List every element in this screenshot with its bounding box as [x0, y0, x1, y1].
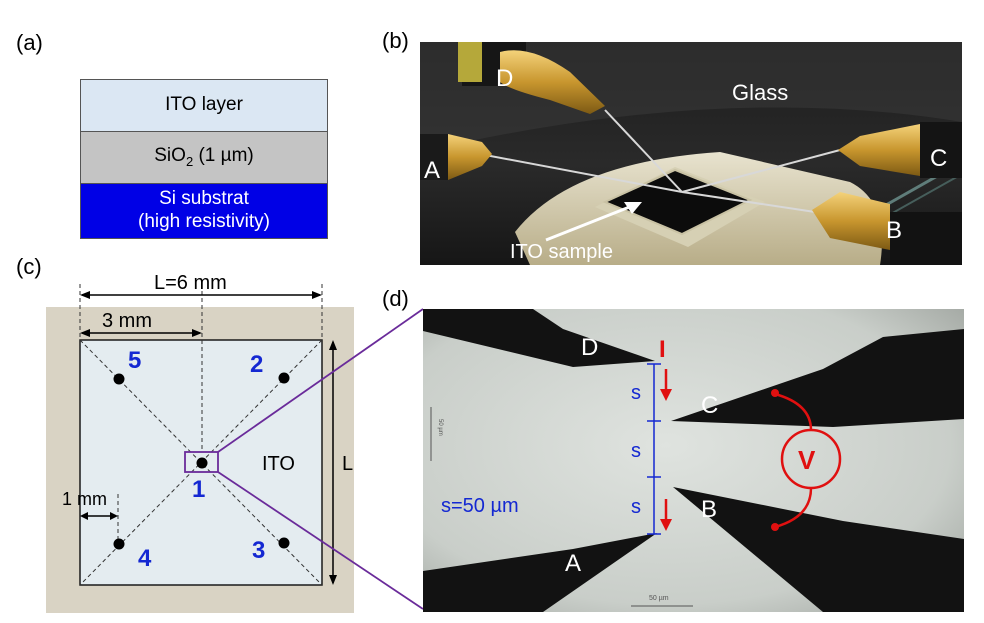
- probe-c-label: C: [701, 392, 718, 419]
- side-length-label: L: [342, 453, 353, 475]
- probe-d-label: D: [581, 334, 598, 361]
- probe-a-tip: [420, 134, 492, 180]
- point-1: [196, 457, 208, 469]
- ito-layer: ITO layer: [81, 80, 327, 132]
- spacing-label-3: s: [631, 496, 641, 518]
- probe-b-label: B: [701, 496, 717, 523]
- probe-b-label-a: A: [424, 157, 440, 184]
- ito-sample-label: ITO sample: [510, 241, 613, 263]
- layer-stack: ITO layer SiO2 (1 µm) Si substrat (high …: [80, 79, 328, 239]
- point-5: [113, 373, 125, 385]
- point-label-5: 5: [128, 347, 141, 374]
- current-label: I: [659, 336, 666, 363]
- point-label-3: 3: [252, 537, 265, 564]
- spacing-value-label: s=50 µm: [441, 495, 519, 517]
- length-label: L=6 mm: [154, 272, 227, 294]
- point-label-2: 2: [250, 351, 263, 378]
- sample-diagram: L=6 mm 3 mm 1 mm L ITO 1 2 3 4 5: [46, 272, 354, 613]
- si-label-line2: (high resistivity): [138, 211, 270, 232]
- sample-arrow: [545, 204, 633, 242]
- microscope-photo: 50 µm 50 µm D C B A I V s s s s=50 µm: [423, 309, 964, 612]
- point-label-1: 1: [192, 476, 205, 503]
- point-2: [278, 372, 290, 384]
- scale-bar-bottom: 50 µm: [631, 595, 693, 607]
- probe-b-tip: [812, 192, 962, 265]
- panel-label-d: (d): [382, 286, 409, 311]
- point-3: [278, 537, 290, 549]
- spacing-label-1: s: [631, 382, 641, 404]
- probe-a-label: A: [565, 550, 581, 577]
- point-label-4: 4: [138, 545, 152, 572]
- tip-b: [673, 487, 964, 612]
- sio2-layer: SiO2 (1 µm): [81, 132, 327, 184]
- si-label-line1: Si substrat: [159, 188, 249, 210]
- svg-text:50 µm: 50 µm: [649, 595, 669, 602]
- probe-b-label-d: D: [496, 65, 513, 92]
- panel-label-a: (a): [16, 30, 43, 55]
- probe-d-tip: [458, 42, 605, 114]
- half-length-label: 3 mm: [102, 310, 152, 332]
- tip-a: [423, 533, 657, 612]
- spacing-label-2: s: [631, 440, 641, 462]
- edge-distance-label: 1 mm: [62, 489, 107, 509]
- zoom-box: [184, 451, 219, 473]
- panel-label-c: (c): [16, 254, 42, 279]
- svg-text:50 µm: 50 µm: [437, 419, 443, 436]
- glass-label: Glass: [732, 80, 788, 105]
- point-4: [113, 538, 125, 550]
- probe-station-photo: A D C B Glass ITO sample: [420, 42, 962, 265]
- voltage-label: V: [798, 445, 816, 475]
- panel-label-b: (b): [382, 28, 409, 53]
- ito-label: ITO: [262, 453, 295, 475]
- si-substrate-layer: Si substrat (high resistivity): [81, 184, 327, 238]
- sio2-label: SiO2 (1 µm): [154, 145, 254, 170]
- scale-bar-left: 50 µm: [430, 407, 443, 461]
- probe-b-label-c: C: [930, 145, 947, 172]
- tip-d: [423, 309, 655, 367]
- probe-b-label-b: B: [886, 217, 902, 244]
- tip-c: [671, 329, 964, 427]
- probe-c-tip: [838, 122, 962, 178]
